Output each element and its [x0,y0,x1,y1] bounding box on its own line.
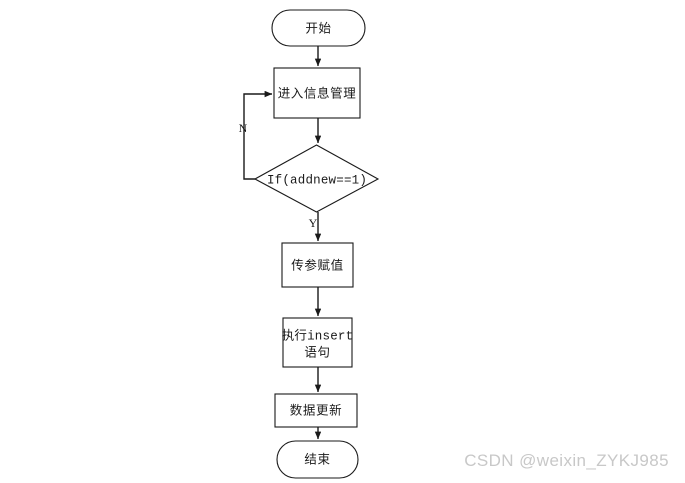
node-decision[interactable]: If(addnew==1) [253,144,380,213]
node-update[interactable]: 数据更新 [274,393,358,428]
assign-label: 传参赋值 [291,257,343,272]
watermark-text: CSDN @weixin_ZYKJ985 [464,451,669,470]
end-label: 结束 [304,452,330,466]
branch-label-yes: Y [309,216,318,230]
insert-process-shape [282,317,353,368]
decision-diamond-shape [253,144,380,213]
start-terminator-shape [271,9,366,47]
end-terminator-shape [276,440,359,479]
update-process-shape [274,393,358,428]
start-label: 开始 [305,21,331,35]
enter-manage-label: 进入信息管理 [278,85,357,100]
update-label: 数据更新 [290,402,342,417]
assign-process-shape [281,242,354,288]
insert-label-line1: 执行insert [282,328,354,343]
branch-label-no: N [239,121,248,135]
node-assign[interactable]: 传参赋值 [281,242,354,288]
insert-label-line2: 语句 [304,345,330,359]
node-start[interactable]: 开始 [271,9,366,47]
decision-label: If(addnew==1) [267,173,367,187]
node-end[interactable]: 结束 [276,440,359,479]
enter-manage-process-shape [273,67,361,119]
node-enter-manage[interactable]: 进入信息管理 [273,67,361,119]
node-insert[interactable]: 执行insert 语句 [282,317,354,368]
connector-decision-no-feedback [243,90,273,180]
